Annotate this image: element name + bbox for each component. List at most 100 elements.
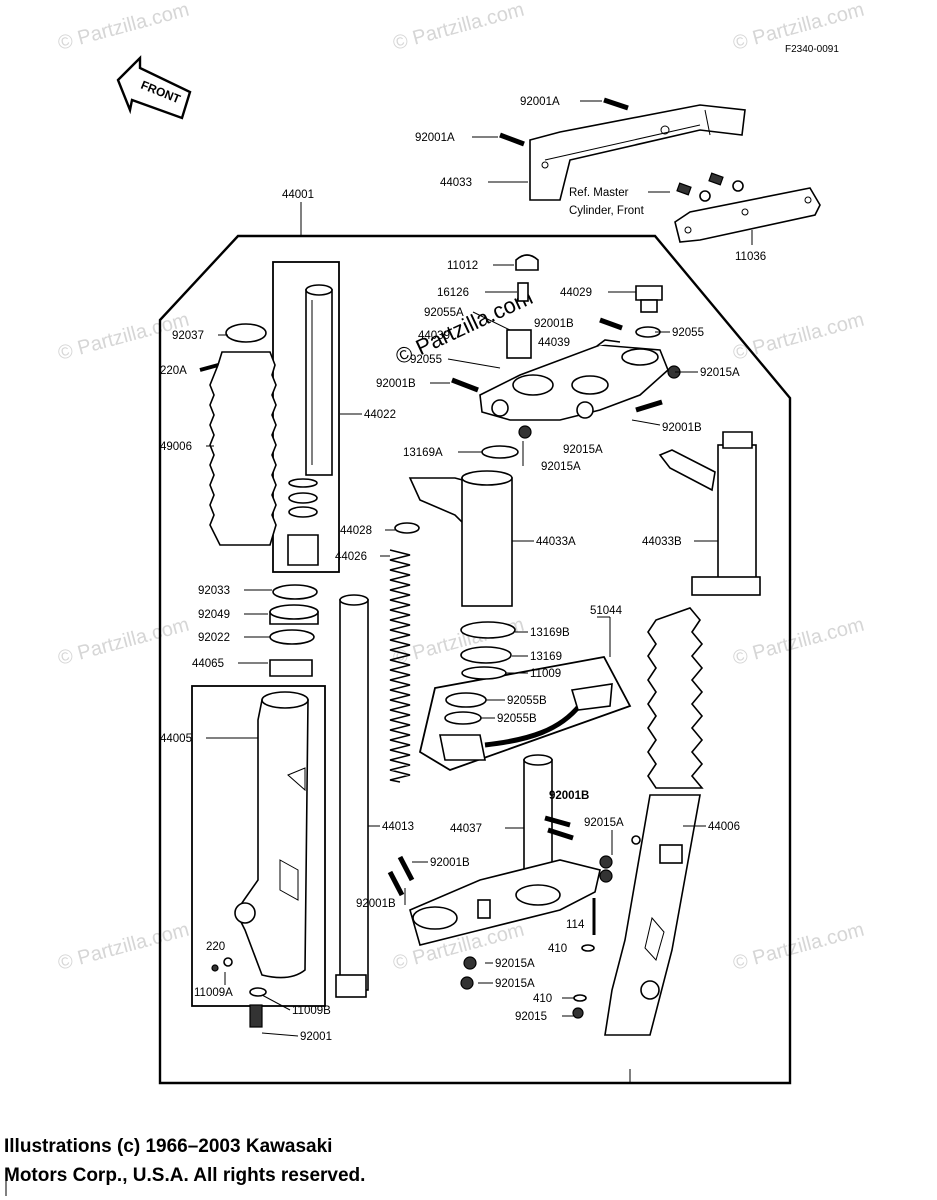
ring-13169 [460, 646, 512, 664]
label-44039: 44039 [418, 330, 450, 342]
watermark: © Partzilla.com [731, 614, 867, 670]
washer-11009 [461, 666, 507, 680]
steering-nut [506, 329, 532, 359]
bracket-11036 [674, 172, 821, 243]
label-16126: 16126 [437, 287, 469, 299]
nut-92015A [599, 855, 613, 869]
label-92022: 92022 [198, 632, 230, 644]
label-92055A: 92055A [424, 307, 464, 319]
label-44065: 44065 [192, 658, 224, 670]
label-92015A: 92015A [541, 461, 581, 473]
copyright-line-2: Motors Corp., U.S.A. All rights reserved… [4, 1165, 366, 1186]
diagram-code: F2340-0091 [785, 44, 839, 55]
brake-hose-box [418, 655, 632, 771]
label-44037: 44037 [450, 823, 482, 835]
label-44001: 44001 [282, 189, 314, 201]
nut-92015A [599, 869, 613, 883]
bushing-44065 [269, 659, 313, 677]
label-44006: 44006 [708, 821, 740, 833]
ring-92033 [272, 584, 318, 600]
label-220A: 220A [160, 365, 187, 377]
label-92001B: 92001B [549, 790, 589, 802]
inner-fork-tube [287, 284, 333, 566]
cap-11012 [515, 254, 539, 271]
label-44026: 44026 [335, 551, 367, 563]
label-44029: 44029 [560, 287, 592, 299]
watermark: © Partzilla.com [56, 919, 192, 975]
label-92015A: 92015A [700, 367, 740, 379]
bolt-92001 [249, 1004, 263, 1028]
outer-fork-tube-left [234, 691, 309, 979]
label-92055B: 92055B [507, 695, 547, 707]
watermark: © Partzilla.com [391, 0, 527, 55]
fork-boot [209, 351, 277, 546]
nut-92015 [572, 1007, 584, 1019]
label-92001A: 92001A [415, 132, 455, 144]
plug-44029 [635, 285, 663, 338]
valve-16126 [517, 282, 529, 302]
label-92001B: 92001B [356, 898, 396, 910]
label-92001B: 92001B [662, 422, 702, 434]
label-92001B: 92001B [534, 318, 574, 330]
lower-triple-clamp [409, 754, 601, 946]
screw-92001A [499, 97, 629, 147]
bolt-92001B [387, 870, 405, 897]
watermark: © Partzilla.com [56, 0, 192, 55]
nut-92015A [463, 956, 477, 970]
washer-11009A [223, 957, 233, 967]
bolt-92001B [635, 399, 663, 413]
label-220: 220 [206, 941, 225, 953]
fork-inner-rod [335, 594, 369, 998]
label-13169B: 13169B [530, 627, 570, 639]
label-11009: 11009 [530, 668, 561, 680]
label-92015A: 92015A [495, 978, 535, 990]
screw-220 [211, 964, 219, 972]
brake-hose [439, 683, 613, 761]
label-92015A: 92015A [495, 958, 535, 970]
label-44013: 44013 [382, 821, 414, 833]
label-410: 410 [548, 943, 567, 955]
nut-92015A [460, 976, 474, 990]
seal-92049-top [269, 604, 319, 620]
handlebar-holder [529, 104, 746, 201]
label-44033: 44033 [440, 177, 472, 189]
label-92001B: 92001B [430, 857, 470, 869]
washer-410 [573, 994, 587, 1002]
label-11036: 11036 [735, 251, 766, 263]
label-51044: 51044 [590, 605, 623, 617]
label-13169: 13169 [530, 651, 562, 663]
clamp-92037 [225, 323, 267, 343]
bolt-92001B [547, 827, 574, 841]
label-92037: 92037 [172, 330, 204, 342]
label-44033B: 44033B [642, 536, 682, 548]
right-fork-assembly [604, 431, 761, 1036]
label-11009B: 11009B [292, 1005, 331, 1017]
label-44005: 44005 [160, 733, 192, 745]
bolt-92001B [599, 317, 623, 331]
bolt-92001B [451, 377, 479, 393]
label-44028: 44028 [340, 525, 372, 537]
washer-410 [581, 944, 595, 952]
watermark: © Partzilla.com [731, 309, 867, 365]
label-92015: 92015 [515, 1011, 547, 1023]
assembly-frame [158, 234, 792, 1085]
label-92001B: 92001B [376, 378, 416, 390]
fork-cover-44033A [408, 470, 513, 607]
label-92015A: 92015A [584, 817, 624, 829]
label-92015A: 92015A [563, 444, 603, 456]
ref-note-line2: Cylinder, Front [569, 205, 645, 217]
bolt-92001B [397, 855, 415, 882]
ring-13169A [481, 445, 519, 459]
label-44033A: 44033A [536, 536, 576, 548]
upper-triple-clamp [479, 339, 669, 421]
label-49006: 49006 [160, 441, 192, 453]
label-114: 114 [566, 919, 585, 931]
bolt-92001B [544, 815, 571, 828]
washer-11009B [249, 987, 267, 997]
label-13169A: 13169A [403, 447, 443, 459]
label-92001: 92001 [300, 1031, 332, 1043]
label-44022: 44022 [364, 409, 396, 421]
label-11012: 11012 [447, 260, 478, 272]
